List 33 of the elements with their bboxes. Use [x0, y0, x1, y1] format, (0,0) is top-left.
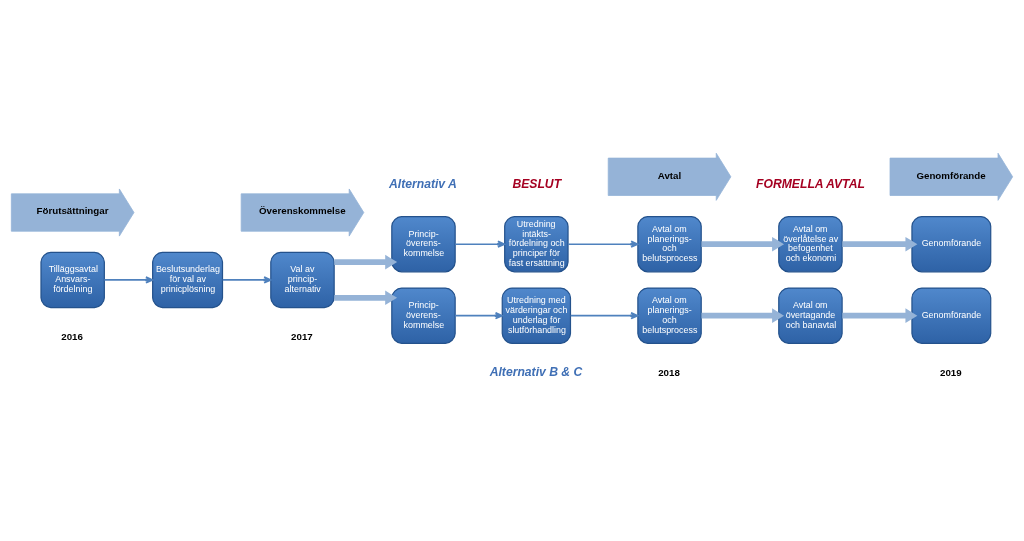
- arrow: [842, 236, 918, 251]
- arrow: [103, 275, 154, 284]
- node-box: Avtal om planerings- och belutsprocess: [637, 286, 702, 344]
- label: BESLUT: [512, 176, 562, 191]
- arrow: [221, 275, 272, 284]
- node-box: Princip- överens- kommelse: [391, 286, 456, 344]
- node-box: Genomförande: [911, 286, 992, 344]
- node-box: Val av princip- alternativ: [270, 251, 335, 308]
- arrow: [569, 311, 639, 319]
- arrow: [701, 307, 785, 323]
- label: 2018: [658, 366, 680, 378]
- arrow: [567, 239, 639, 248]
- arrow: [454, 239, 506, 248]
- node-box: Utredning intäkts- fördelning och principer för fast ersättning: [504, 215, 569, 272]
- node-box: Beslutsunderlag för val av prinicplösning: [152, 251, 224, 308]
- label: 2016: [61, 330, 83, 342]
- label: Alternativ B & C: [489, 364, 583, 379]
- arrow: [334, 290, 398, 305]
- arrow: [701, 236, 785, 251]
- label: 2017: [291, 330, 313, 342]
- label: Alternativ A: [388, 176, 457, 191]
- node-box: Avtal om övertagande och banavtal: [778, 286, 843, 344]
- node-box: Tilläggsavtal Ansvars- fördelning: [40, 251, 105, 308]
- arrow: [334, 254, 398, 269]
- arrow: [842, 307, 918, 323]
- node-box: Princip- överens- kommelse: [391, 215, 456, 272]
- node-box: Avtal om överlåtelse av befogenhet och ekonomi: [778, 215, 843, 272]
- arrow: [454, 311, 503, 319]
- label: FORMELLA AVTAL: [756, 176, 865, 191]
- node-box: Genomförande: [911, 215, 992, 272]
- node-box: Avtal om planerings- och belutsprocess: [637, 215, 702, 272]
- node-box: Utredning med värderingar och underlag för slutförhandling: [501, 286, 572, 344]
- label: 2019: [939, 366, 962, 378]
